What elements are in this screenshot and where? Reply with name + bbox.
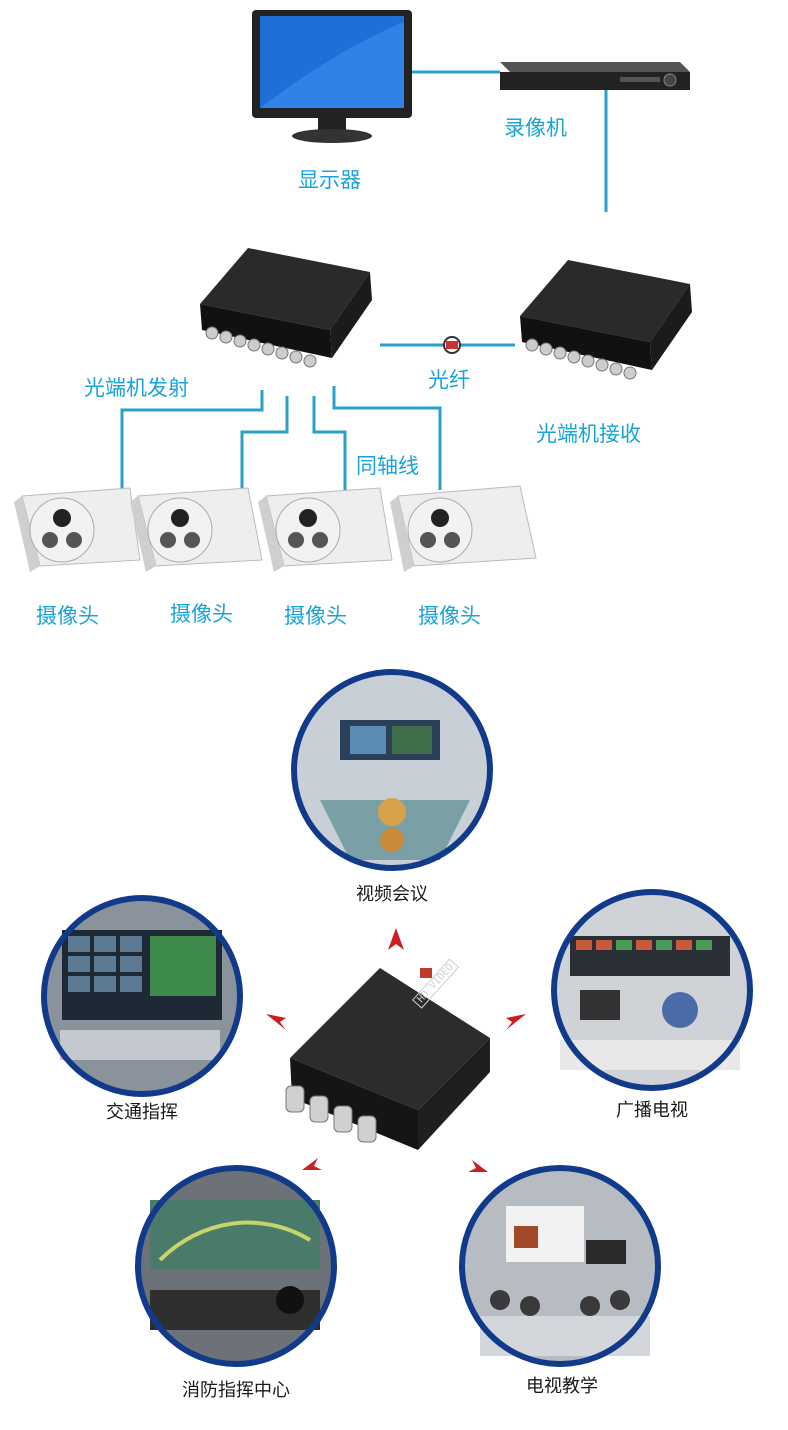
- app-photo-broadcast-tv: [551, 889, 753, 1091]
- app-photo-video-conference: [291, 669, 493, 871]
- app-photo-tv-teaching: [459, 1165, 661, 1367]
- coax-label: 同轴线: [356, 454, 419, 478]
- coax-line-4: [332, 386, 442, 490]
- camera-label-1: 摄像头: [36, 604, 99, 628]
- app-label-tv-teaching: 电视教学: [526, 1376, 598, 1397]
- monitor-label: 显示器: [298, 168, 361, 192]
- arrow-down-left-icon: [302, 1158, 322, 1170]
- camera-icon-2: [130, 487, 263, 572]
- camera-icon-3: [258, 487, 393, 572]
- camera-icon-1: [14, 487, 141, 572]
- dvr-icon: [500, 62, 690, 90]
- app-label-fire-command: 消防指挥中心: [182, 1380, 290, 1401]
- transmitter-device-icon: [200, 248, 372, 368]
- coax-line-1: [120, 390, 264, 490]
- app-photo-fire-command: [135, 1165, 337, 1367]
- camera-label-4: 摄像头: [418, 604, 481, 628]
- application-arrows: [266, 928, 526, 1172]
- transmitter-label: 光端机发射: [84, 376, 189, 400]
- center-device-icon: [285, 968, 490, 1150]
- arrow-up-icon: [388, 928, 404, 950]
- connection-lines: [120, 70, 608, 490]
- app-label-traffic-command: 交通指挥: [106, 1102, 178, 1123]
- fiber-label: 光纤: [428, 368, 470, 392]
- app-label-video-conference: 视频会议: [356, 884, 428, 905]
- fiber-connector-icon: [443, 336, 461, 354]
- device-badge: HD VIDEO: [412, 958, 460, 1009]
- receiver-label: 光端机接收: [536, 422, 641, 446]
- arrow-left-icon: [266, 1014, 286, 1030]
- arrow-down-right-icon: [468, 1160, 488, 1172]
- camera-label-3: 摄像头: [284, 604, 347, 628]
- dvr-label: 录像机: [504, 116, 567, 140]
- topology-diagram: [14, 10, 692, 572]
- app-label-broadcast-tv: 广播电视: [616, 1100, 688, 1121]
- app-photo-traffic-command: [41, 895, 243, 1097]
- coax-line-3: [312, 396, 347, 490]
- camera-label-2: 摄像头: [170, 602, 233, 626]
- receiver-device-icon: [520, 260, 692, 380]
- monitor-icon: [252, 10, 412, 143]
- arrow-right-icon: [506, 1014, 526, 1030]
- coax-line-2: [240, 396, 289, 490]
- camera-icon-4: [390, 485, 537, 572]
